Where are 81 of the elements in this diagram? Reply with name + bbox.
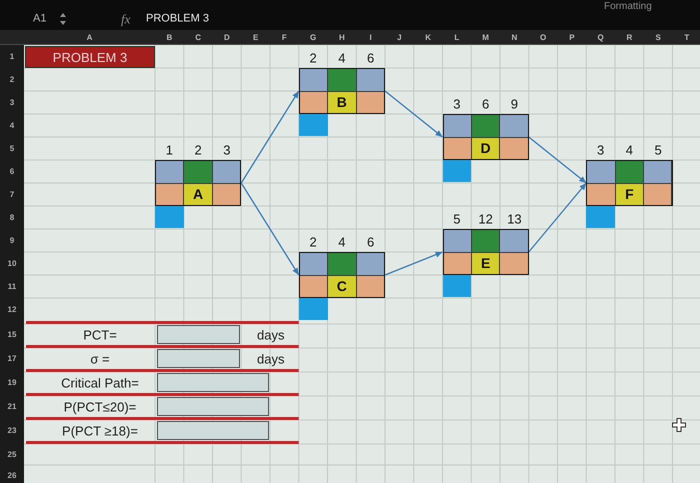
column-letter: G [310,34,316,42]
time-value: 2 [310,51,317,64]
toolbar-label: Formatting [604,2,652,12]
activity-name: E [472,252,500,274]
row-number: 9 [10,236,14,244]
column-letter: K [425,34,432,42]
time-value: 3 [223,143,230,156]
column-letter: H [338,34,345,42]
unit-label: days [257,328,284,341]
time-value: 5 [654,143,662,156]
row-number: 5 [10,144,14,152]
column-letter: D [224,34,230,42]
question-label: Critical Path= [61,376,139,389]
column-letter: R [626,34,632,42]
row-number: 19 [8,378,16,386]
activity-name: C [328,276,356,297]
arrow [384,251,443,276]
row-number: 4 [10,122,14,130]
title-cell: PROBLEM 3 [25,46,155,68]
function-label: fx [121,12,130,26]
time-value: 6 [482,97,490,110]
activity-name: D [472,138,500,159]
time-value: 6 [367,51,374,64]
formula-text: PROBLEM 3 [146,14,209,24]
time-value: 1 [166,143,173,156]
column-letter: E [252,34,258,42]
time-value: 12 [478,212,493,225]
time-value: 3 [597,143,604,156]
column-letter: B [166,34,172,42]
cell-reference: A1 [33,14,46,24]
column-letter: I [370,34,372,42]
column-letter: M [482,34,489,42]
arrow [384,90,443,138]
activity-name: B [328,92,356,113]
row-number: 10 [8,260,16,268]
time-value: 5 [453,212,460,225]
question-label: σ = [90,352,110,365]
time-value: 3 [453,97,460,110]
column-letter: O [540,34,546,42]
arrow [240,182,300,276]
row-number: 15 [8,330,16,338]
time-value: 2 [310,235,317,248]
column-letter: T [684,34,690,42]
column-letter: C [195,34,202,42]
arrow [528,136,587,184]
time-value: 4 [338,51,346,64]
row-number: 21 [8,402,16,410]
row-number: 7 [10,190,14,198]
question-label: P(PCT ≥18)= [62,424,138,437]
row-number: 12 [8,306,16,314]
time-value: 4 [338,235,346,248]
unit-label: days [257,352,284,365]
row-number: 26 [8,472,16,480]
row-number: 25 [8,450,16,458]
row-number: 2 [10,76,14,84]
row-number: 8 [10,214,14,222]
row-number: 6 [10,168,14,176]
row-number: 3 [10,98,14,106]
activity-name: F [616,184,644,205]
time-value: 13 [507,212,522,225]
row-number: 11 [8,282,16,290]
time-value: 9 [510,97,518,110]
question-label: PCT= [83,328,117,341]
arrow [240,90,300,184]
column-letter: P [569,34,575,42]
column-letter: S [655,34,661,42]
time-value: 2 [194,143,202,156]
question-label: P(PCT≤20)= [64,400,136,413]
column-letter: L [454,34,460,42]
column-letter: Q [598,34,604,42]
arrow [528,182,587,252]
row-number: 17 [8,354,16,362]
time-value: 4 [626,143,633,156]
column-letter: A [86,34,92,42]
column-letter: F [282,34,287,42]
row-number: 1 [10,52,14,60]
time-value: 6 [367,235,374,248]
column-letter: J [397,34,402,42]
column-letter: N [511,34,518,42]
row-number: 23 [8,426,16,434]
activity-name: A [184,184,212,205]
